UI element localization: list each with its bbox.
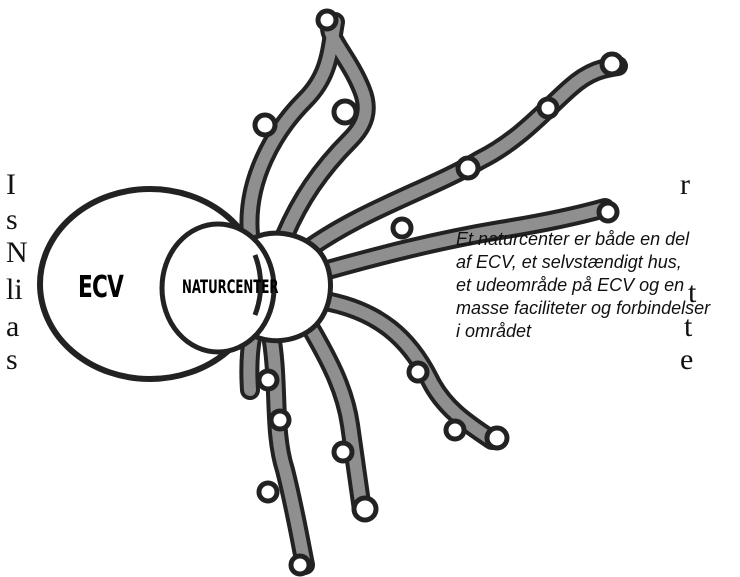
caption-line: et udeområde på ECV og en	[456, 274, 710, 297]
ecv-label: ECV	[78, 270, 123, 305]
caption-line: af ECV, et selvstændigt hus,	[456, 251, 710, 274]
caption: Et naturcenter er både en del af ECV, et…	[456, 228, 710, 343]
caption-line: i området	[456, 320, 710, 343]
caption-line: masse faciliteter og forbindelser	[456, 297, 710, 320]
naturcenter-label: NATURCENTER	[182, 276, 278, 298]
caption-line: Et naturcenter er både en del	[456, 228, 710, 251]
